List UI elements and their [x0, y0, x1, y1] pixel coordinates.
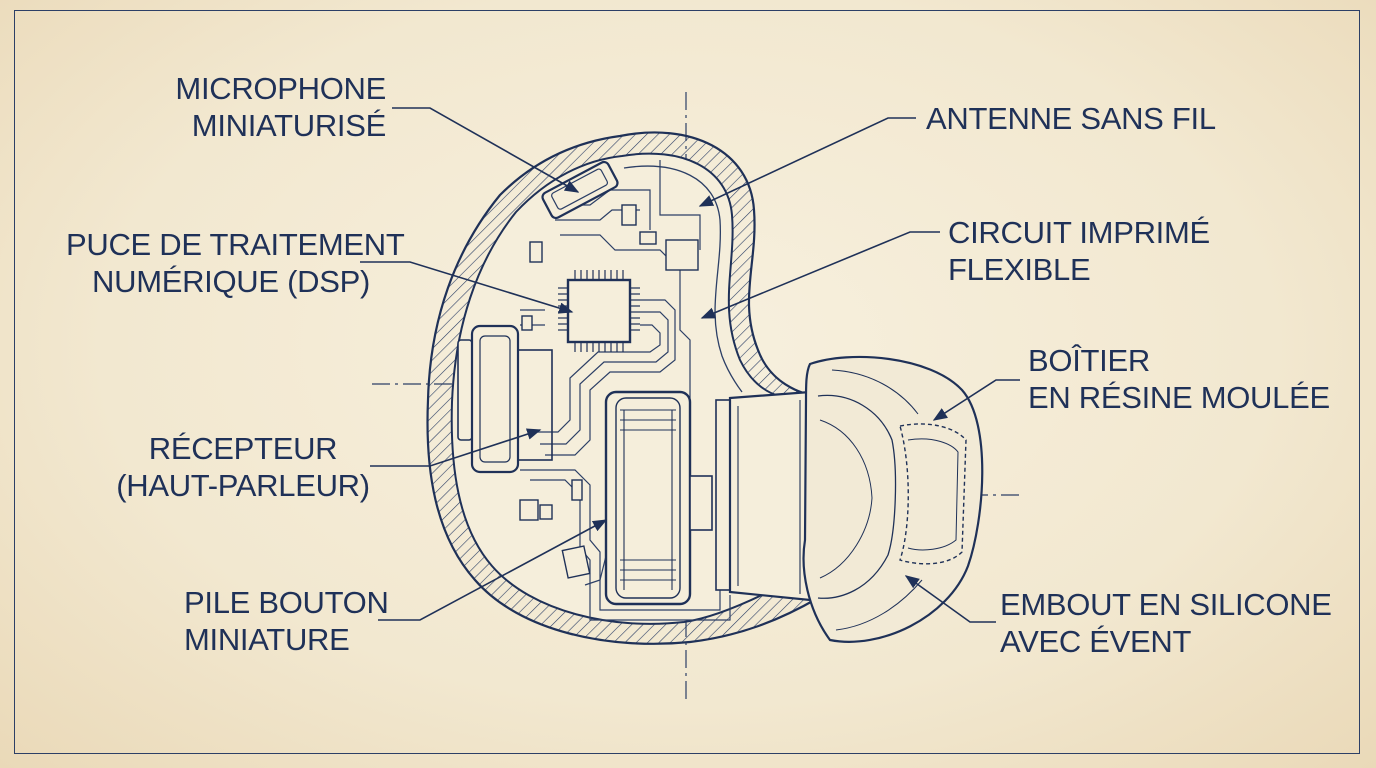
smd-components: [519, 204, 699, 579]
sound-nozzle: [715, 390, 820, 602]
label-pcb: CIRCUIT IMPRIMÉ FLEXIBLE: [948, 215, 1210, 287]
leader-receiver: [370, 428, 542, 467]
label-tip: EMBOUT EN SILICONE AVEC ÉVENT: [1000, 587, 1332, 659]
leader-pcb: [700, 231, 940, 319]
silicone-tip: [802, 355, 984, 643]
label-dsp: PUCE DE TRAITEMENT NUMÉRIQUE (DSP): [66, 227, 405, 299]
leader-microphone: [392, 107, 580, 193]
label-shell: BOÎTIER EN RÉSINE MOULÉE: [1028, 343, 1330, 415]
leader-dsp: [360, 261, 574, 314]
leader-shell: [932, 379, 1020, 421]
label-microphone: MICROPHONE MINIATURISÉ: [175, 71, 386, 143]
leader-lines: [360, 107, 1020, 623]
battery-component: [604, 390, 713, 606]
label-receiver: RÉCEPTEUR (HAUT-PARLEUR): [116, 431, 370, 503]
leader-tip: [904, 575, 996, 623]
blueprint-border: [14, 10, 1360, 754]
label-battery: PILE BOUTON MINIATURE: [184, 585, 389, 657]
leader-antenna: [698, 117, 916, 207]
receiver-component: [457, 324, 553, 474]
dsp-chip: [558, 270, 640, 352]
microphone-component: [541, 160, 619, 220]
label-antenna: ANTENNE SANS FIL: [926, 101, 1216, 136]
leader-battery: [378, 519, 608, 621]
